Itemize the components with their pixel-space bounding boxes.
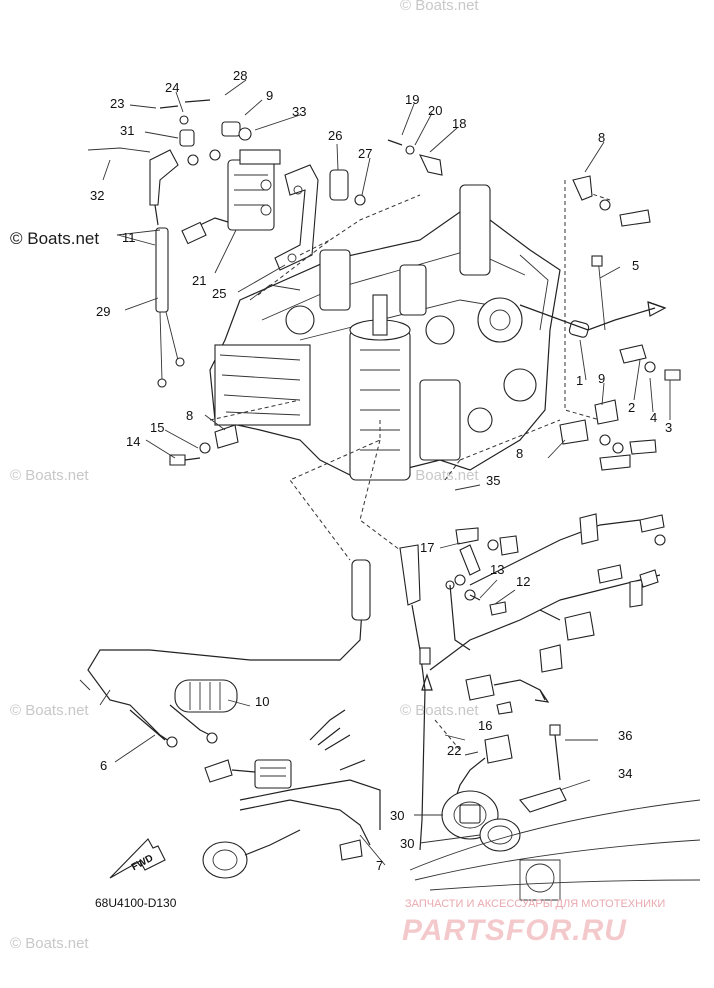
watermark: © Boats.net: [10, 935, 89, 952]
callout-label: 24: [165, 80, 179, 95]
copyright-notice: © Boats.net: [10, 229, 99, 248]
callout-label: 34: [618, 766, 632, 781]
watermark: © Boats.net: [400, 467, 479, 484]
watermark: © Boats.net: [10, 702, 89, 719]
callout-label: 3: [665, 420, 672, 435]
wire-harness-drawing: [79, 544, 431, 879]
callout-label: 10: [255, 694, 269, 709]
dashed-leaders: [209, 180, 611, 751]
callout-label: 27: [358, 146, 372, 161]
callout-label: 31: [120, 123, 134, 138]
watermark: © Boats.net: [10, 467, 89, 484]
callout-label: 5: [632, 258, 639, 273]
callout-label: 25: [212, 286, 226, 301]
callout-label: 4: [650, 410, 657, 425]
bracket-24-drawing: [274, 164, 319, 271]
callout-label: 8: [186, 408, 193, 423]
brand-tagline: ЗАПЧАСТИ И АКСЕССУАРЫ ДЛЯ МОТОТЕХНИКИ: [405, 898, 665, 910]
callout-label: 12: [516, 574, 530, 589]
bottom-right-parts-drawing: [409, 724, 701, 901]
callout-label: 17: [420, 540, 434, 555]
callout-label: 16: [478, 718, 492, 733]
callout-label: 20: [428, 103, 442, 118]
callout-label: 9: [598, 371, 605, 386]
callout-label: 8: [516, 446, 523, 461]
part-code: 68U4100-D130: [95, 896, 177, 910]
watermark: © Boats.net: [400, 702, 479, 719]
right-side-parts-drawing: [519, 175, 681, 471]
callout-label: 18: [452, 116, 466, 131]
callout-label: 2: [628, 400, 635, 415]
callout-label: 33: [292, 104, 306, 119]
callout-label: 9: [266, 88, 273, 103]
callout-label: 32: [90, 188, 104, 203]
callout-label: 28: [233, 68, 247, 83]
callout-label: 13: [490, 562, 504, 577]
small-hardware-drawing: [87, 99, 443, 206]
callout-label: 35: [486, 473, 500, 488]
spark-plug-cap-drawing: [149, 149, 185, 388]
callout-label: 7: [376, 858, 383, 873]
watermark-group: © Boats.net © Boats.net © Boats.net © Bo…: [10, 0, 479, 952]
brand-name: PARTSFOR.RU: [402, 914, 627, 947]
callout-label: 30: [400, 836, 414, 851]
callout-label: 21: [192, 273, 206, 288]
callout-label: 19: [405, 92, 419, 107]
callout-numbers: 28 9 33 24 23 31 32 21 25 26 27 19 20 18…: [90, 68, 672, 873]
callout-label: 23: [110, 96, 124, 111]
callout-label: 36: [618, 728, 632, 743]
callout-label: 22: [447, 743, 461, 758]
callout-label: 8: [598, 130, 605, 145]
watermark: © Boats.net: [400, 0, 479, 14]
callout-label: 26: [328, 128, 342, 143]
callout-label: 1: [576, 373, 583, 388]
callout-label: 11: [122, 230, 136, 245]
arrow-markers: [421, 301, 666, 691]
callout-label: 6: [100, 758, 107, 773]
callout-label: 29: [96, 304, 110, 319]
callout-leaders: [102, 79, 671, 866]
main-harness-right-drawing: [429, 513, 666, 801]
callout-label: 15: [150, 420, 164, 435]
callout-label: 30: [390, 808, 404, 823]
rectifier-regulator-drawing: [181, 149, 281, 245]
engine-block-drawing: [209, 184, 561, 481]
callout-label: 14: [126, 434, 140, 449]
bolt-13-drawing: [169, 424, 239, 466]
fwd-arrow: FWD: [109, 838, 166, 879]
